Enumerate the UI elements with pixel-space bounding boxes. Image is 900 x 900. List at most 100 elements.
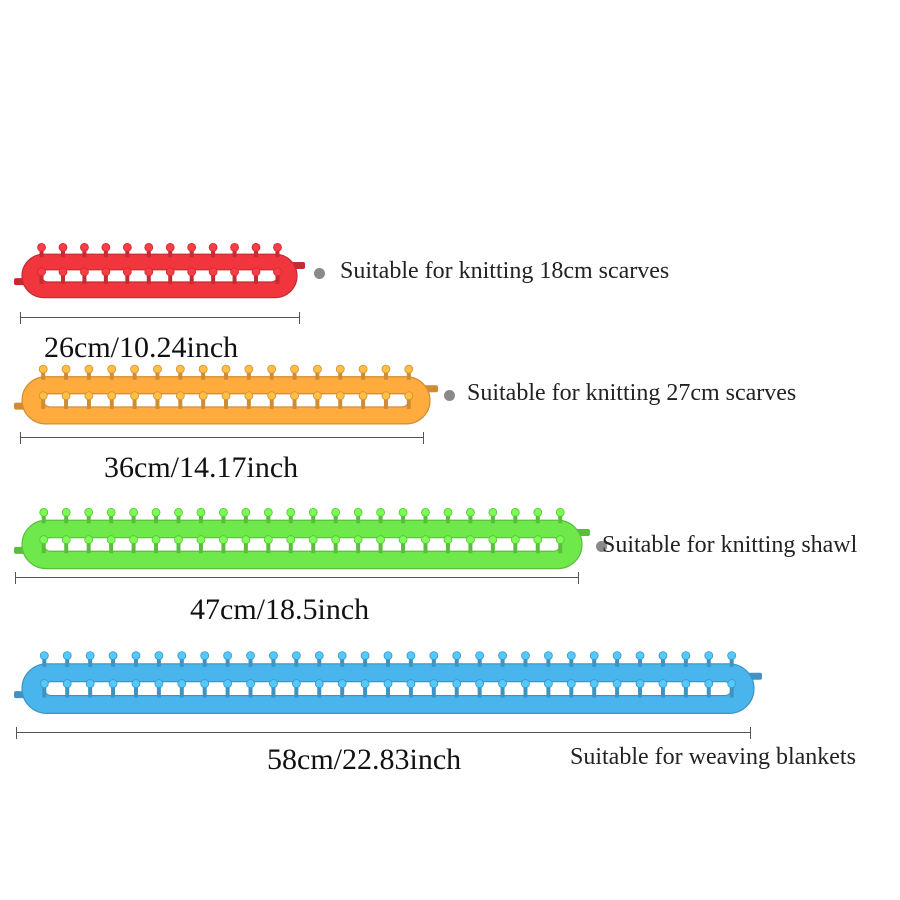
- loom-peg-head: [187, 267, 197, 277]
- loom-peg-head: [269, 679, 278, 689]
- loom-peg: [454, 655, 459, 667]
- loom-peg: [86, 395, 91, 409]
- loom-peg: [179, 683, 184, 698]
- loom-peg: [154, 539, 159, 554]
- loom-peg-head: [421, 507, 430, 517]
- loom-peg: [189, 247, 194, 258]
- loom-peg-head: [398, 535, 408, 545]
- loom-peg-head: [106, 535, 116, 545]
- loom-peg: [146, 247, 151, 258]
- loom-peg-head: [312, 391, 322, 401]
- loom-orange: [14, 364, 438, 425]
- loom-peg-head: [84, 507, 94, 517]
- loom-peg: [103, 271, 108, 284]
- loom-peg-head: [475, 679, 485, 689]
- loom-peg: [109, 539, 114, 554]
- loom-peg-head: [398, 507, 408, 517]
- loom-peg: [269, 395, 274, 409]
- loom-peg: [109, 369, 114, 380]
- loom-peg: [42, 683, 47, 698]
- loom-peg: [64, 539, 69, 554]
- loom-peg: [131, 512, 136, 524]
- loom-peg: [401, 539, 406, 554]
- loom-peg-head: [263, 535, 273, 545]
- loom-peg: [615, 655, 620, 667]
- loom-peg: [401, 512, 406, 524]
- loom-peg-head: [533, 507, 543, 517]
- description-label: Suitable for knitting 27cm scarves: [467, 380, 797, 406]
- loom-peg-head: [521, 679, 530, 689]
- dimension-line: [20, 312, 300, 324]
- loom-peg-head: [273, 242, 282, 252]
- loom-peg-head: [727, 651, 737, 661]
- bullet-icon: [314, 268, 325, 279]
- loom-peg: [523, 683, 528, 698]
- loom-peg: [445, 512, 450, 524]
- loom-peg-head: [358, 391, 368, 401]
- loom-peg-head: [39, 507, 49, 517]
- loom-peg-head: [566, 679, 576, 689]
- loom-peg-head: [175, 391, 185, 401]
- loom-peg: [558, 512, 563, 524]
- loom-peg: [243, 539, 248, 554]
- dimension-line: [16, 727, 751, 739]
- loom-peg: [356, 539, 361, 554]
- loom-peg: [569, 655, 574, 667]
- loom-peg: [490, 539, 495, 554]
- loom-peg: [103, 247, 108, 258]
- loom-peg: [201, 395, 206, 409]
- loom-peg-head: [62, 679, 72, 689]
- loom-peg-head: [244, 364, 254, 374]
- loom-peg: [383, 395, 388, 409]
- loom-peg-head: [165, 267, 175, 277]
- loom-peg-head: [589, 651, 599, 661]
- loom-peg: [248, 683, 253, 698]
- loom-peg: [338, 369, 343, 380]
- loom-peg: [179, 655, 184, 667]
- loom-peg: [155, 395, 160, 409]
- loom-peg-head: [360, 679, 370, 689]
- loom-peg-head: [107, 391, 117, 401]
- loom-peg: [225, 683, 230, 698]
- loom-blue: [14, 651, 762, 714]
- loom-peg-head: [704, 679, 714, 689]
- loom-peg-head: [498, 679, 507, 689]
- loom-peg-head: [154, 679, 164, 689]
- loom-peg-head: [129, 507, 138, 517]
- loom-peg: [201, 369, 206, 380]
- loom-peg-head: [314, 651, 324, 661]
- loom-peg-head: [406, 651, 416, 661]
- loom-peg-head: [681, 651, 691, 661]
- loom-peg-head: [381, 364, 391, 374]
- loom-peg: [660, 683, 665, 698]
- loom-peg-head: [208, 242, 218, 252]
- loom-peg-head: [353, 535, 363, 545]
- loom-peg: [445, 539, 450, 554]
- loom-peg: [42, 655, 47, 667]
- loom-peg-head: [221, 364, 231, 374]
- loom-peg-head: [727, 679, 737, 689]
- loom-peg: [221, 512, 226, 524]
- loom-peg-head: [376, 535, 385, 545]
- loom-peg: [317, 683, 322, 698]
- loom-peg-head: [154, 651, 164, 661]
- bullet-icon: [444, 390, 455, 401]
- loom-peg-head: [263, 507, 273, 517]
- loom-peg-head: [429, 679, 439, 689]
- loom-peg: [246, 395, 251, 409]
- loom-peg-head: [129, 535, 138, 545]
- loom-peg-head: [383, 679, 393, 689]
- loom-peg: [356, 512, 361, 524]
- loom-peg: [315, 395, 320, 409]
- loom-peg: [202, 683, 207, 698]
- loom-peg-head: [498, 651, 507, 661]
- loom-peg-head: [38, 391, 48, 401]
- loom-peg-head: [130, 391, 140, 401]
- loom-peg-head: [510, 535, 520, 545]
- loom-peg: [39, 247, 44, 258]
- loom-peg: [232, 247, 237, 258]
- loom-peg-head: [230, 267, 239, 277]
- loom-peg-head: [521, 651, 530, 661]
- loom-peg-head: [61, 507, 71, 517]
- loom-peg-head: [466, 535, 475, 545]
